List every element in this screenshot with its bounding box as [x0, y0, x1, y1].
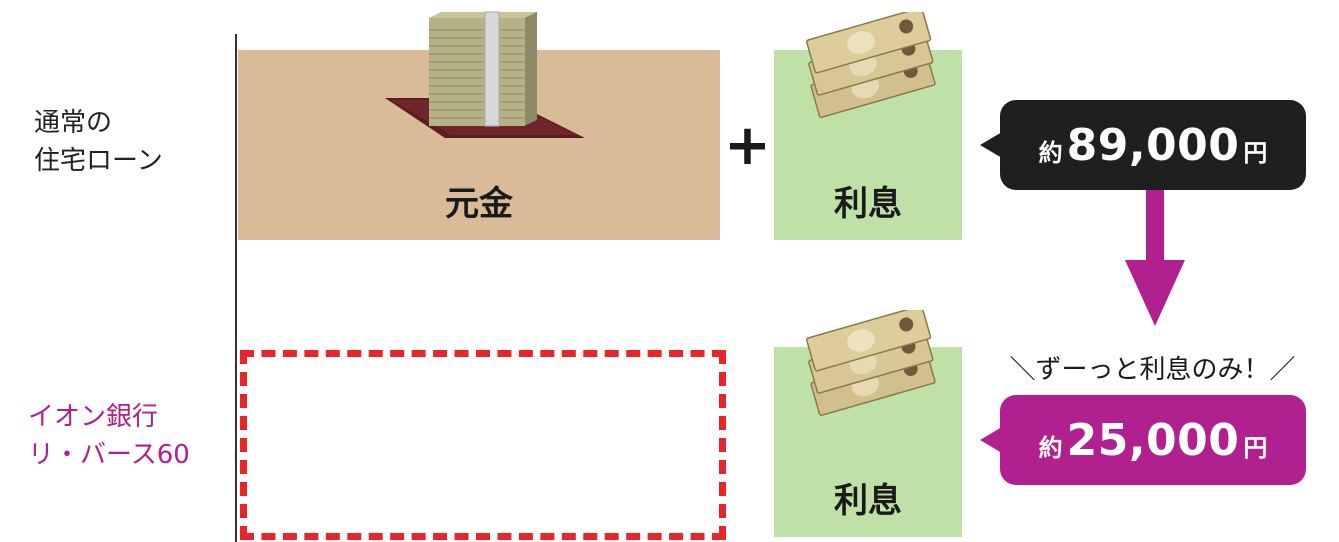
rebirth-loan-label-line1: イオン銀行 [28, 402, 159, 432]
normal-loan-label-line2: 住宅ローン [34, 146, 163, 176]
rebirth-loan-label: イオン銀行 リ・バース60 [28, 398, 190, 474]
normal-loan-label-line1: 通常の [34, 108, 113, 138]
no-principal-dashed-box [240, 350, 726, 540]
rebirth-payment-bubble: 約 25,000 円 [980, 395, 1306, 485]
rebirth-payment-prefix: 約 [1038, 433, 1063, 462]
banknotes-icon [805, 310, 936, 417]
interest-only-tagline: ＼ずーっと利息のみ！／ [1009, 355, 1296, 385]
vertical-axis-line [235, 34, 237, 542]
interest-label-normal: 利息 [834, 184, 902, 224]
rebirth-loan-label-line2: リ・バース60 [28, 440, 190, 470]
rebirth-payment-amount: 25,000 [1066, 414, 1240, 466]
principal-label: 元金 [445, 184, 513, 224]
down-arrow-icon [1125, 190, 1185, 326]
normal-payment-amount: 89,000 [1066, 119, 1240, 171]
normal-payment-bubble: 約 89,000 円 [980, 100, 1306, 190]
interest-label-rebirth: 利息 [834, 481, 902, 521]
normal-payment-prefix: 約 [1038, 138, 1063, 167]
money-bundle-icon [385, 11, 585, 138]
plus-sign: + [724, 113, 771, 178]
normal-payment-unit: 円 [1243, 138, 1268, 167]
rebirth-payment-unit: 円 [1243, 433, 1268, 462]
normal-loan-label: 通常の 住宅ローン [34, 104, 163, 180]
banknotes-icon [805, 12, 936, 119]
